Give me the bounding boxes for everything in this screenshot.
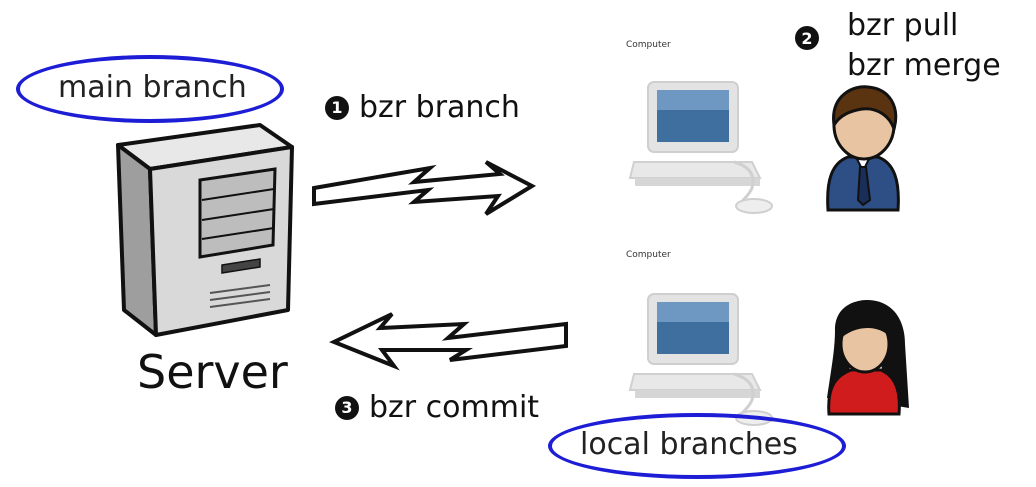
- step-2-line-1: bzr pull: [847, 8, 959, 43]
- server-label: Server: [137, 345, 288, 399]
- step-1-badge: 1: [325, 95, 349, 120]
- lightning-arrow-right-icon: [312, 160, 537, 216]
- computer-icon: [628, 293, 773, 426]
- lightning-arrow-left-icon: [329, 312, 568, 371]
- step-2-badge: 2: [795, 26, 819, 50]
- step-2-line-2: bzr merge: [847, 48, 1001, 83]
- local-branches-label: local branches: [580, 427, 798, 462]
- step-3: 3 bzr commit: [335, 390, 539, 425]
- server-icon: [116, 123, 294, 337]
- computer-bottom-caption: Computer: [626, 250, 671, 260]
- main-branch-label: main branch: [58, 70, 247, 105]
- step-3-badge: 3: [335, 395, 359, 420]
- local-branches-ellipse: [548, 413, 846, 479]
- user-woman-icon: [827, 300, 909, 416]
- main-branch-ellipse: [16, 55, 284, 123]
- computer-icon: [628, 81, 773, 214]
- computer-top-caption: Computer: [626, 40, 671, 50]
- step-1-text: bzr branch: [359, 90, 520, 125]
- step-3-text: bzr commit: [369, 390, 540, 425]
- step-1: 1 bzr branch: [325, 90, 520, 125]
- user-man-icon: [826, 85, 900, 212]
